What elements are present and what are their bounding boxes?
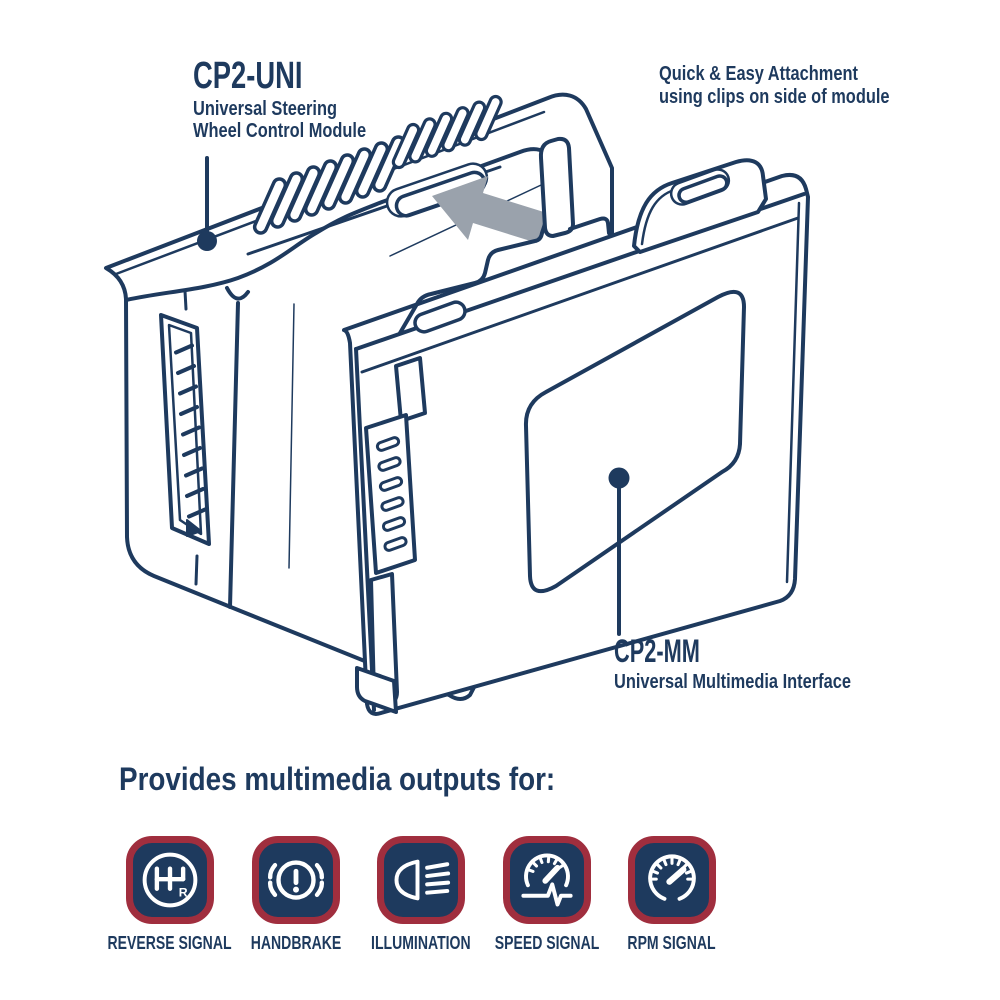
attachment-note: Quick & Easy Attachment using clips on s… — [659, 63, 940, 108]
output-item-rpm: RPM SIGNAL — [602, 836, 742, 954]
svg-text:R: R — [179, 886, 188, 900]
cp2-uni-label: CP2-UNI Universal Steering Wheel Control… — [193, 55, 404, 142]
top-slot-mm — [669, 168, 731, 206]
tachometer-icon — [648, 854, 696, 901]
output-label-illumination: ILLUMINATION — [371, 933, 471, 953]
attachment-direction-arrow — [432, 176, 547, 243]
output-label-handbrake: HANDBRAKE — [250, 933, 342, 953]
reverse-signal-tile: R — [126, 836, 214, 924]
callout-leaders — [197, 156, 630, 636]
output-item-illumination: ILLUMINATION — [351, 836, 491, 954]
attachment-note-line1: Quick & Easy Attachment — [659, 63, 858, 85]
cp2-uni-callout-dot — [197, 231, 217, 251]
front-panel-inset — [523, 289, 746, 594]
output-label-speed: SPEED SIGNAL — [494, 933, 600, 953]
cp2-mm-label: CP2-MM Universal Multimedia Interface — [614, 633, 903, 693]
output-label-rpm: RPM SIGNAL — [627, 933, 717, 953]
output-item-reverse: R REVERSE SIGNAL — [100, 836, 240, 954]
cp2-uni-subtitle-line2: Wheel Control Module — [193, 120, 367, 142]
cp2-uni-title: CP2-UNI — [193, 55, 303, 97]
top-clips — [398, 222, 547, 335]
clip-slot — [413, 300, 467, 334]
cp2-mm-title: CP2-MM — [614, 633, 700, 669]
cp2-mm-side-connector — [355, 356, 427, 714]
speed-signal-tile — [503, 836, 591, 924]
vent-fins-right — [391, 94, 503, 170]
cp2-uni-side-connector — [159, 313, 211, 546]
cp2-mm-module-drawing — [342, 136, 810, 716]
output-label-reverse: REVERSE SIGNAL — [107, 933, 233, 953]
attachment-note-line2: using clips on side of module — [659, 85, 890, 108]
outputs-heading: Provides multimedia outputs for: — [119, 761, 556, 797]
cp2-mm-subtitle: Universal Multimedia Interface — [614, 671, 851, 693]
output-item-speed: SPEED SIGNAL — [477, 836, 617, 954]
gear-shift-reverse-icon: R — [142, 852, 198, 908]
output-item-handbrake: HANDBRAKE — [226, 836, 366, 954]
module-illustration — [104, 92, 810, 716]
illumination-tile — [377, 836, 465, 924]
vent-fins-left — [252, 135, 407, 235]
handbrake-warning-icon — [267, 860, 325, 900]
rpm-signal-tile — [628, 836, 716, 924]
speedometer-pulse-icon — [521, 853, 573, 907]
clip-arm — [538, 136, 575, 238]
cp2-mm-callout-dot — [608, 467, 630, 489]
cp2-uni-subtitle-line1: Universal Steering — [193, 98, 338, 120]
headlight-icon — [394, 859, 451, 901]
handbrake-tile — [252, 836, 340, 924]
